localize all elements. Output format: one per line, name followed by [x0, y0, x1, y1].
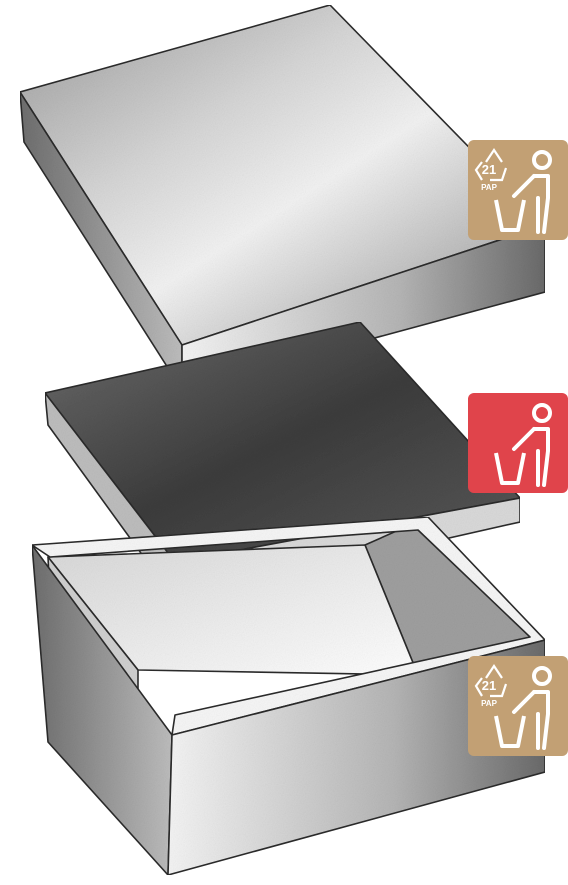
recycling-code: PAP [481, 183, 498, 192]
paper-recycling-badge: 21 PAP [468, 140, 568, 240]
general-waste-badge [468, 393, 568, 493]
recycling-number: 21 [482, 678, 496, 693]
recycling-code: PAP [481, 699, 498, 708]
lid [20, 5, 545, 390]
recycling-number: 21 [482, 162, 496, 177]
paper-recycling-badge: 21 PAP [468, 656, 568, 756]
